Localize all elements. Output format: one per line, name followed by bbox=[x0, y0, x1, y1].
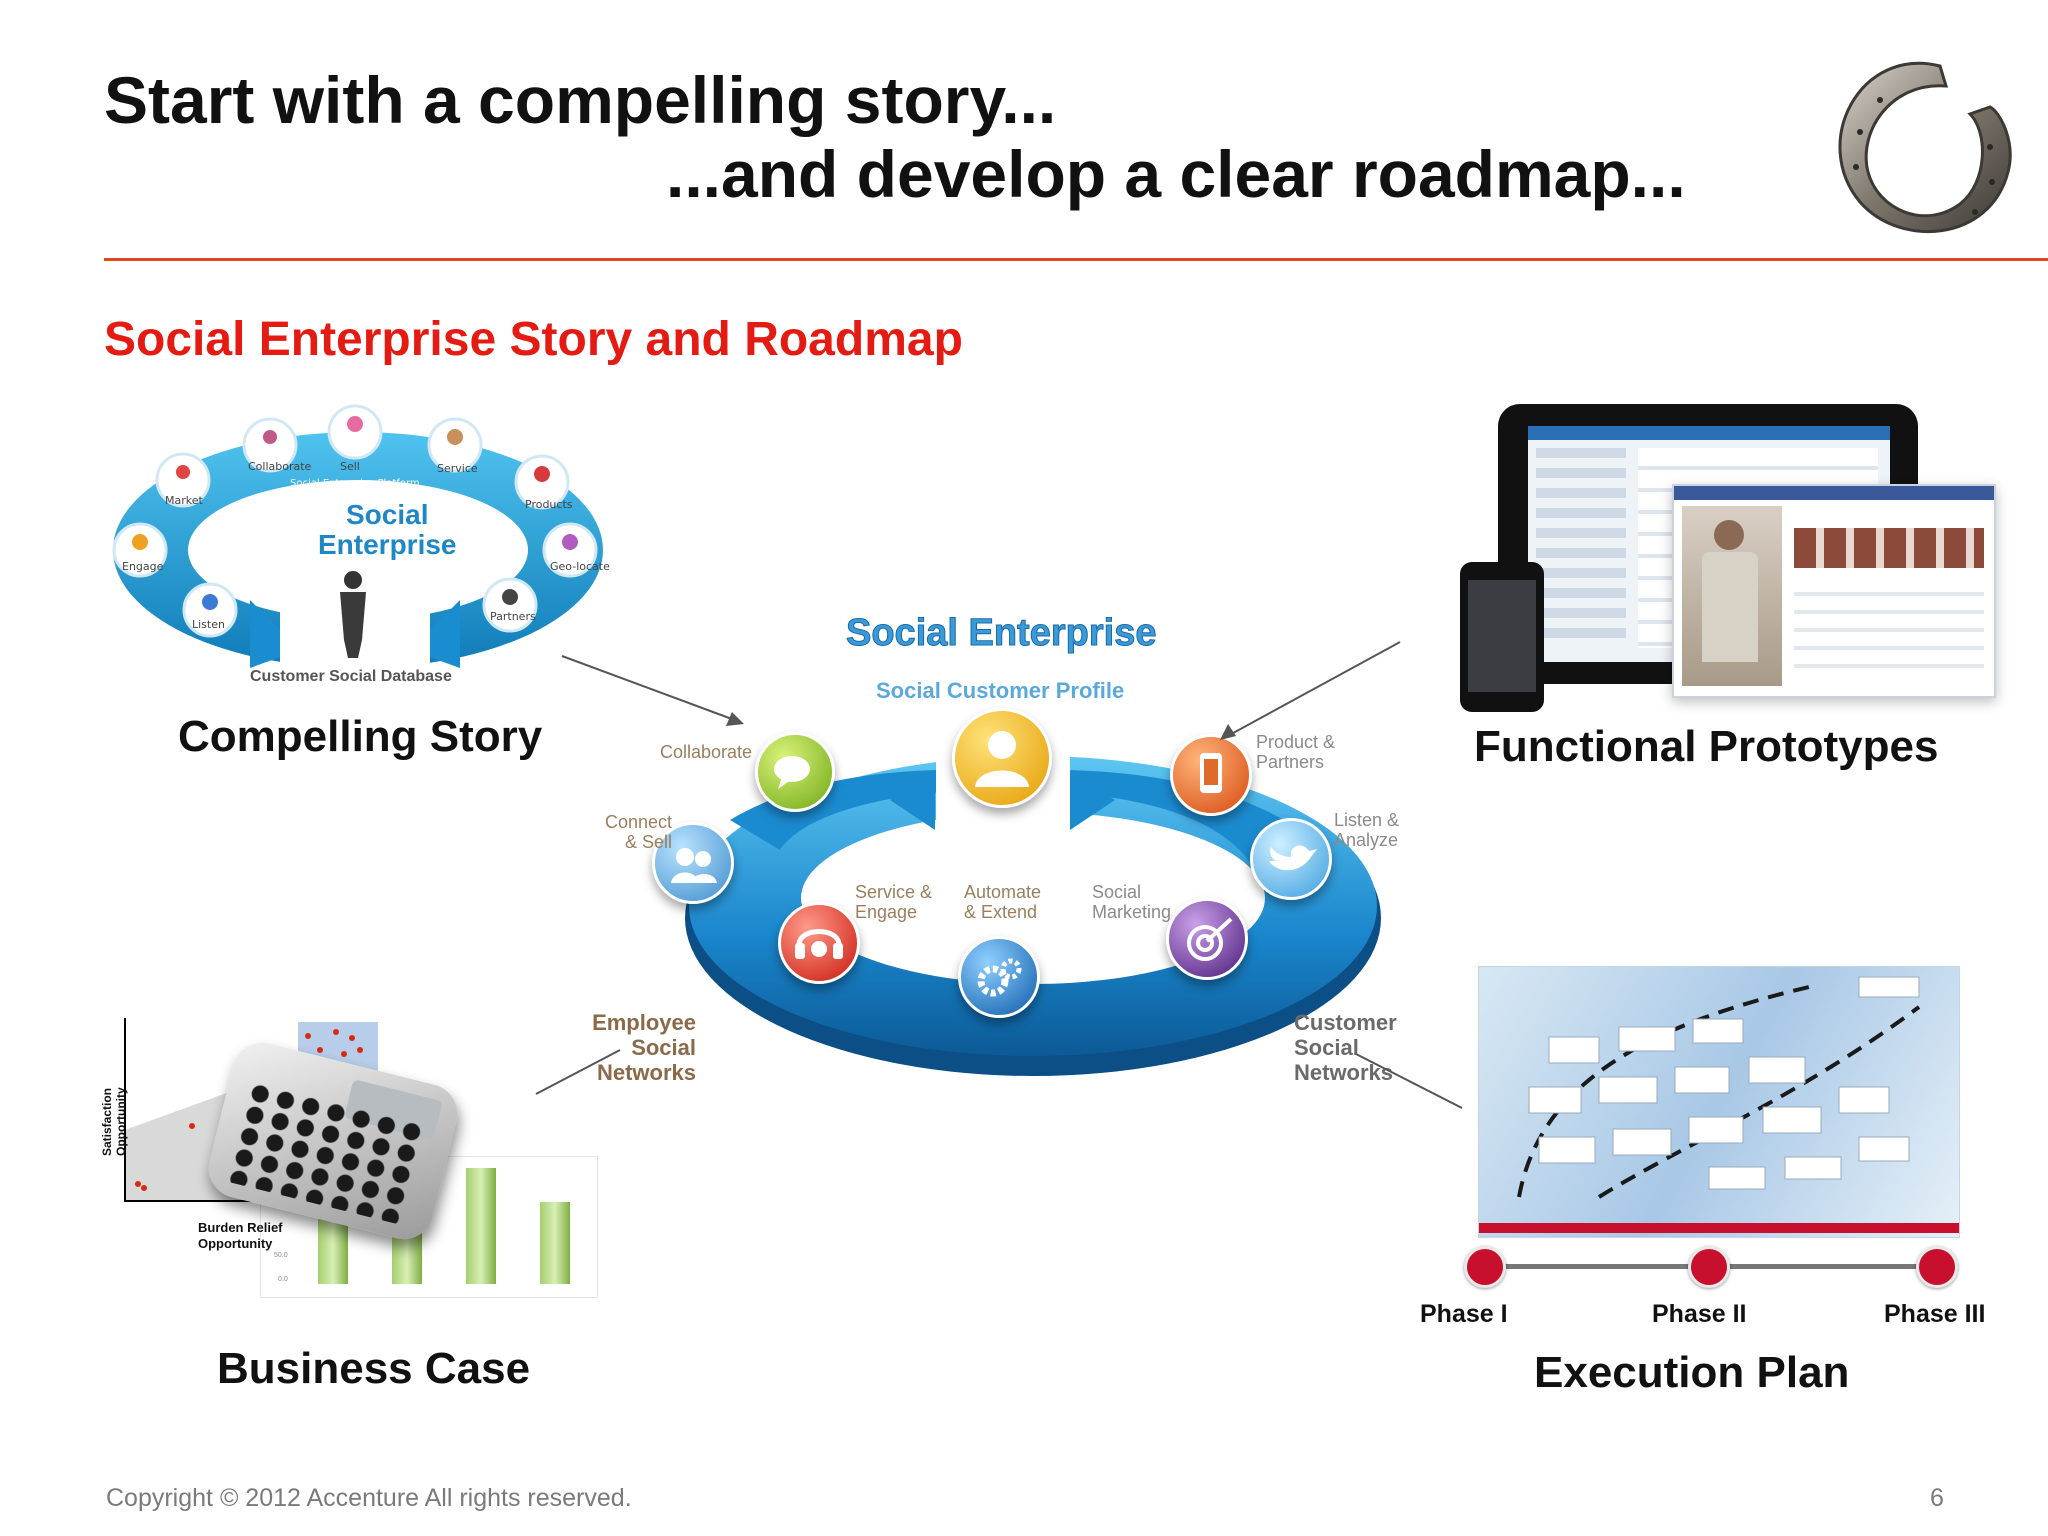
phase-2-marker bbox=[1688, 1246, 1730, 1288]
business-case-caption: Business Case bbox=[217, 1344, 531, 1393]
social-marketing-bubble bbox=[1166, 898, 1248, 980]
node-label: Listen bbox=[192, 618, 225, 631]
section-title: Social Enterprise Story and Roadmap bbox=[104, 313, 963, 366]
node-label: Collaborate bbox=[248, 460, 312, 473]
page-number: 6 bbox=[1930, 1484, 1944, 1512]
compelling-story-caption: Compelling Story bbox=[178, 712, 543, 761]
node-label: Partners bbox=[490, 610, 536, 623]
social-marketing-label: Social Marketing bbox=[1092, 882, 1172, 922]
phase-1-label: Phase I bbox=[1420, 1300, 1508, 1328]
platform-label: Social Enterprise Platform bbox=[290, 478, 420, 489]
node-label: Market bbox=[165, 494, 203, 507]
browser-screen bbox=[1672, 484, 1996, 698]
bar bbox=[466, 1168, 496, 1284]
employee-networks-label: Employee Social Networks bbox=[592, 1010, 696, 1085]
slide-title-line-1: Start with a compelling story... bbox=[104, 63, 1057, 137]
node-label: Geo-locate bbox=[550, 560, 610, 573]
horseshoe-logo bbox=[1838, 62, 2012, 233]
execution-plan-caption: Execution Plan bbox=[1534, 1348, 1850, 1397]
node-label: Engage bbox=[122, 560, 164, 573]
service-engage-bubble bbox=[778, 902, 860, 984]
center-diagram-subtitle: Social Customer Profile bbox=[876, 678, 1125, 703]
y-axis-label: Satisfaction Opportunity bbox=[100, 1066, 128, 1156]
slide-title-line-2: ...and develop a clear roadmap... bbox=[666, 137, 1686, 211]
mobile-phone-icon bbox=[1200, 753, 1222, 793]
tick-label: 0.0 bbox=[278, 1276, 288, 1283]
copyright-notice: Copyright © 2012 Accenture All rights re… bbox=[106, 1484, 632, 1512]
gears-icon bbox=[977, 958, 1022, 997]
functional-prototypes-caption: Functional Prototypes bbox=[1474, 722, 1939, 771]
listen-analyze-label: Listen & Analyze bbox=[1334, 810, 1400, 850]
phase-3-marker bbox=[1916, 1246, 1958, 1288]
y-axis bbox=[124, 1018, 126, 1202]
headset-icon bbox=[795, 929, 843, 959]
y-axis-label-line-1: Satisfaction bbox=[100, 1087, 114, 1156]
product-partners-label: Product & Partners bbox=[1256, 732, 1336, 772]
y-axis-label-line-2: Opportunity bbox=[114, 1087, 128, 1156]
phone-device bbox=[1460, 562, 1544, 712]
story-ring-title-1: Social bbox=[346, 499, 429, 530]
person-icon bbox=[975, 731, 1029, 787]
customer-networks-label: Customer Social Networks bbox=[1294, 1010, 1397, 1085]
node-label: Products bbox=[525, 498, 573, 511]
story-ring-title-2: Enterprise bbox=[318, 529, 457, 560]
people-icon bbox=[671, 848, 717, 883]
center-diagram-title: Social Enterprise bbox=[845, 612, 1157, 655]
business-case-graphic: 50.0 0.0 Satisfaction Opportunity Burden… bbox=[98, 1006, 598, 1298]
automate-extend-label: Automate & Extend bbox=[964, 882, 1042, 922]
connect-sell-bubble bbox=[652, 822, 734, 904]
service-engage-label: Service & Engage bbox=[855, 882, 933, 922]
social-enterprise-diagram bbox=[560, 600, 1420, 1080]
header-divider bbox=[104, 258, 2048, 261]
customer-profile-bubble bbox=[952, 708, 1052, 808]
prototype-devices-graphic bbox=[1460, 404, 2000, 712]
product-partners-bubble bbox=[1170, 734, 1252, 816]
collaborate-bubble bbox=[755, 732, 835, 812]
bar bbox=[318, 1218, 348, 1284]
execution-plan-graphic bbox=[1478, 966, 1960, 1238]
listen-analyze-bubble bbox=[1250, 818, 1332, 900]
tick-label: 50.0 bbox=[274, 1252, 288, 1259]
automate-extend-bubble bbox=[958, 936, 1040, 1018]
phase-3-label: Phase III bbox=[1884, 1300, 1986, 1328]
connect-sell-label: Connect & Sell bbox=[604, 812, 672, 852]
bar bbox=[540, 1202, 570, 1284]
x-axis-label-line-1: Burden Relief bbox=[198, 1220, 283, 1235]
compelling-story-graphic: Social Enterprise Social Enterprise Plat… bbox=[100, 400, 620, 700]
phase-1-marker bbox=[1464, 1246, 1506, 1288]
x-axis-label: Burden Relief Opportunity bbox=[198, 1220, 283, 1252]
bird-icon bbox=[1269, 845, 1317, 871]
x-axis-label-line-2: Opportunity bbox=[198, 1236, 273, 1251]
node-label: Service bbox=[437, 462, 478, 475]
collaborate-label: Collaborate bbox=[660, 742, 753, 762]
node-label: Sell bbox=[340, 460, 360, 473]
chat-icon bbox=[774, 756, 810, 789]
target-icon bbox=[1187, 917, 1233, 961]
database-label: Customer Social Database bbox=[250, 668, 452, 685]
phase-2-label: Phase II bbox=[1652, 1300, 1747, 1328]
